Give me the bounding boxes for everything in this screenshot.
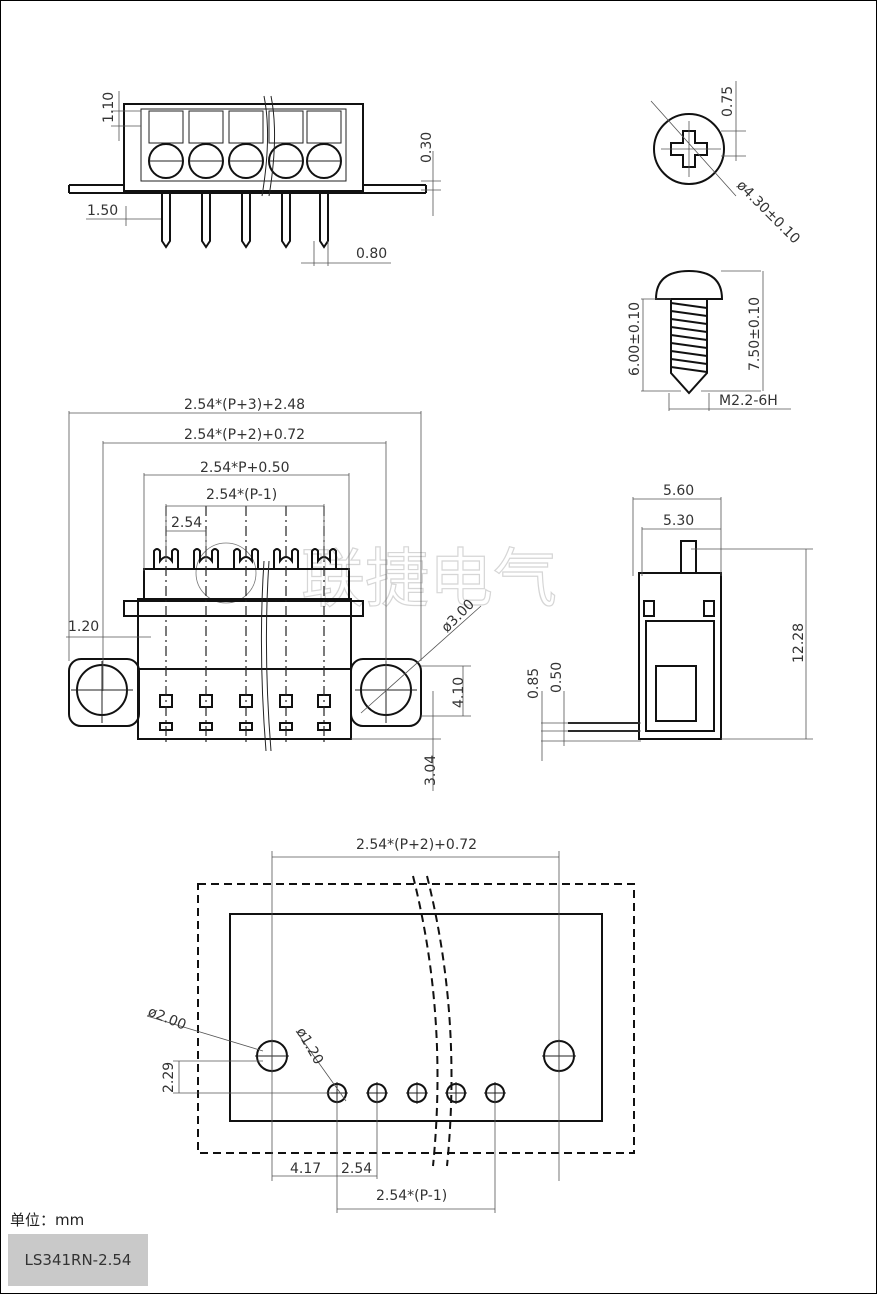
screw-head-view: 0.75 ø4.30±0.10	[650, 81, 803, 248]
watermark-logo: 联捷电气	[195, 542, 558, 618]
pcb-dim-hole-span: 2.54*(P+2)+0.72	[356, 837, 477, 853]
model-number: LS341RN-2.54	[8, 1234, 148, 1286]
screw-thread	[670, 358, 708, 365]
dim-pin-offset: 1.50	[87, 203, 118, 219]
pcb-dim-offset-x: 4.17	[290, 1161, 321, 1177]
dim-top-height-2: 0.30	[419, 132, 435, 163]
top-pin	[201, 191, 211, 249]
dim-top-height-1: 1.10	[101, 92, 117, 123]
screw-thread	[670, 366, 708, 373]
dim-side-a: 0.85	[526, 668, 542, 699]
dim-side-width-2: 5.30	[663, 513, 694, 529]
unit-label: 单位：mm	[10, 1211, 85, 1229]
dim-screw-diameter: ø4.30±0.10	[733, 178, 803, 248]
dim-hole-span: 2.54*(P+2)+0.72	[184, 427, 305, 443]
pcb-pin-cross	[484, 1082, 506, 1104]
screw-thread	[670, 342, 708, 349]
top-terminal	[188, 110, 224, 144]
dim-pin-width: 0.80	[356, 246, 387, 262]
dim-overall-width: 2.54*(P+3)+2.48	[184, 397, 305, 413]
dim-thread-length: 6.00±0.10	[627, 302, 643, 376]
pcb-pin-cross	[406, 1082, 428, 1104]
screw-thread	[670, 302, 708, 309]
pcb-dim-offset-y: 2.29	[161, 1062, 177, 1093]
dim-pitch: 2.54	[171, 515, 202, 531]
top-pin	[281, 191, 291, 249]
screw-thread	[670, 310, 708, 317]
front-terminal-clip	[233, 548, 259, 569]
dim-pin-span: 2.54*(P-1)	[206, 487, 277, 503]
screw-thread	[670, 334, 708, 341]
pcb-dim-pin-span: 2.54*(P-1)	[376, 1188, 447, 1204]
dim-side-width-1: 5.60	[663, 483, 694, 499]
front-terminal-clip	[273, 548, 299, 569]
pcb-pin-cross	[366, 1082, 388, 1104]
front-view: 2.54*(P+3)+2.48 2.54*(P+2)+0.72 2.54*P+0…	[66, 397, 482, 791]
dim-total-length: 7.50±0.10	[747, 297, 763, 371]
dim-side-b: 0.50	[549, 662, 565, 693]
svg-text:联捷电气: 联捷电气	[301, 543, 557, 617]
dim-side-height: 12.28	[791, 623, 807, 663]
top-view: 1.10 0.30 1.50 0.80	[68, 91, 441, 266]
pcb-layout-view: 2.54*(P+2)+0.72 ø2.00 ø1.20 2.29 4.17 2.…	[146, 837, 635, 1213]
pcb-dim-mount-hole: ø2.00	[146, 1004, 189, 1034]
top-terminal	[228, 110, 264, 144]
top-pin	[319, 191, 329, 249]
pcb-dim-pin-hole: ø1.20	[293, 1025, 327, 1067]
dim-slot: 0.75	[720, 86, 736, 117]
dim-side-offset: 1.20	[68, 619, 99, 635]
pcb-dim-pitch: 2.54	[341, 1161, 372, 1177]
top-terminal	[148, 110, 184, 144]
screw-thread	[670, 318, 708, 325]
dim-body-width: 2.54*P+0.50	[200, 460, 290, 476]
thread-spec: M2.2-6H	[719, 393, 778, 409]
side-view: 5.60 5.30 12.28 0.85 0.50	[526, 483, 813, 761]
top-pin	[161, 191, 171, 249]
screw-thread	[670, 326, 708, 333]
screw-thread	[670, 350, 708, 357]
top-terminal	[306, 110, 342, 144]
pcb-pin-cross	[445, 1082, 467, 1104]
top-pin	[241, 191, 251, 249]
dim-hole-height: 4.10	[451, 677, 467, 708]
dim-pin-depth: 3.04	[423, 755, 439, 786]
screw-side-view: 6.00±0.10 7.50±0.10 M2.2-6H	[627, 269, 791, 411]
